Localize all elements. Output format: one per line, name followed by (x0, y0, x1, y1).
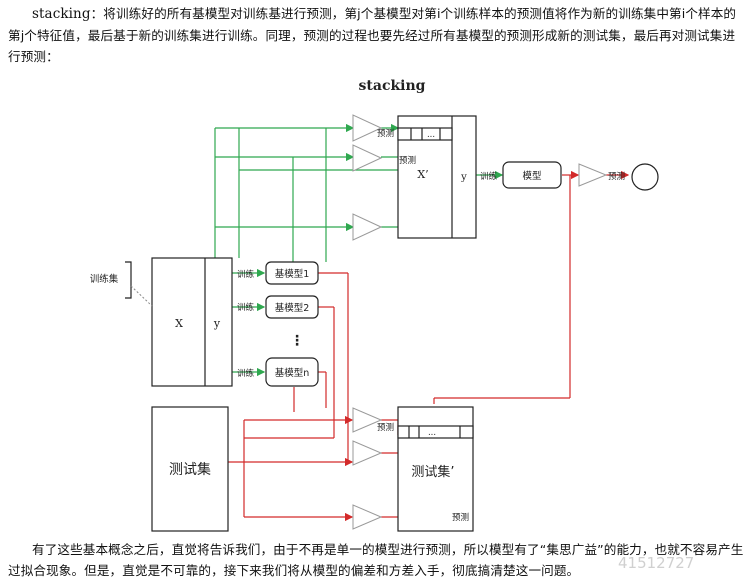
train-predict-triangles (352, 114, 383, 241)
new-train-x-label: X’ (417, 168, 428, 181)
predict-label-test-1: 预测 (377, 422, 394, 433)
test-predict-triangles (352, 407, 383, 530)
train-label-1: 训练 (237, 269, 255, 280)
intro-text: ：将训练好的所有基模型对训练基进行预测，第j个基模型对第i个训练样本的预测值将作… (8, 6, 737, 64)
diagram-title: stacking (359, 78, 426, 94)
predict-label-final: 预测 (608, 171, 625, 182)
outro-text: 有了这些基本概念之后，直觉将告诉我们，由于不再是单一的模型进行预测，所以模型有了… (8, 542, 744, 578)
new-train-y-label: y (460, 172, 467, 183)
new-train-table (397, 115, 477, 239)
train-label-meta: 训练 (480, 171, 498, 182)
train-label-2: 训练 (237, 302, 255, 313)
new-test-label: 测试集’ (411, 464, 454, 480)
train-dataset-table (151, 257, 233, 387)
base-model-n: 基模型n (265, 357, 319, 387)
base-model-1-label: 基模型1 (275, 268, 310, 280)
outro-paragraph: 有了这些基本概念之后，直觉将告诉我们，由于不再是单一的模型进行预测，所以模型有了… (8, 539, 744, 581)
green-train-wires (214, 123, 504, 377)
train-x-label: X (175, 317, 183, 330)
train-set-label: 训练集 (90, 273, 119, 285)
test-set-label: 测试集 (169, 461, 211, 478)
train-label-n: 训练 (237, 368, 255, 379)
meta-model: 模型 (502, 161, 562, 189)
new-train-ellipsis: ... (427, 130, 435, 140)
base-model-n-label: 基模型n (275, 367, 310, 379)
new-test-ellipsis: ... (428, 428, 436, 438)
stacking-keyword: stacking (32, 6, 91, 22)
train-set-bracket (125, 261, 132, 299)
base-models-ellipsis: ⋮ (290, 333, 304, 349)
train-set-pointer (130, 285, 153, 307)
watermark: 41512727 (618, 554, 695, 572)
base-model-2: 基模型2 (265, 295, 319, 319)
base-model-1: 基模型1 (265, 261, 319, 285)
train-y-label: y (213, 317, 221, 330)
predict-label-train-1: 预测 (377, 128, 394, 139)
intro-paragraph: stacking：将训练好的所有基模型对训练基进行预测，第j个基模型对第i个训练… (8, 3, 744, 67)
predict-label-test-n: 预测 (452, 512, 469, 523)
new-test-table (397, 406, 474, 532)
final-predict-triangle (578, 163, 608, 187)
meta-model-label: 模型 (522, 170, 542, 182)
test-dataset-box (151, 406, 229, 532)
final-output-node (631, 163, 659, 191)
base-model-2-label: 基模型2 (275, 302, 310, 314)
predict-label-train-2: 预测 (399, 155, 416, 166)
